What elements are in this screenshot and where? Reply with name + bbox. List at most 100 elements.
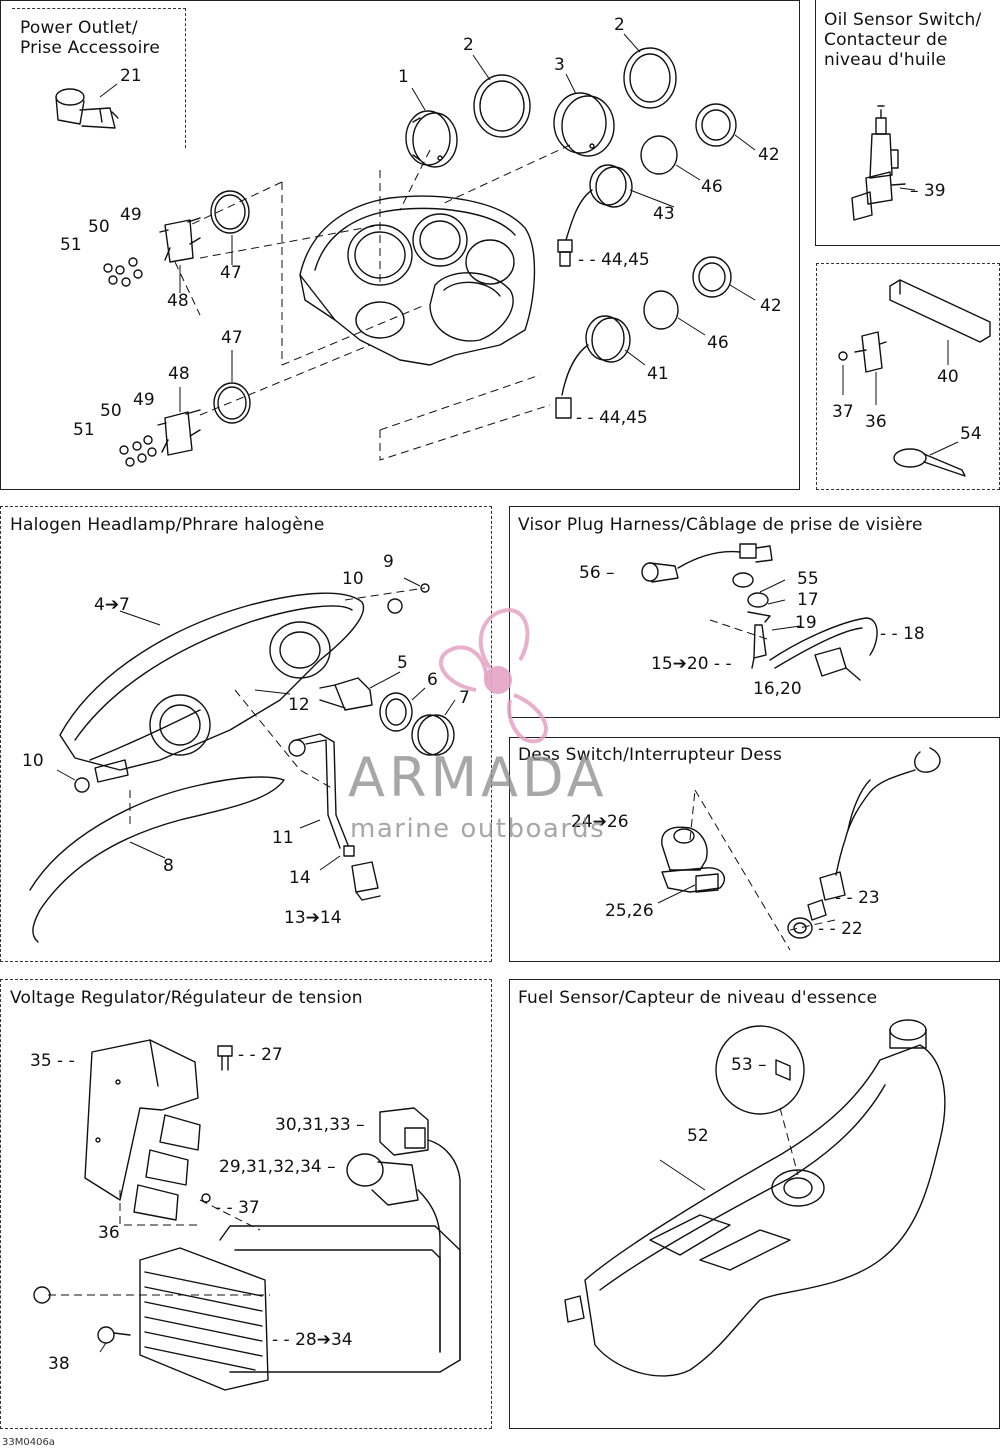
callout-49a: 49: [120, 205, 142, 225]
callout-46a: 46: [701, 177, 723, 197]
callout-35-label: 35: [30, 1051, 52, 1071]
drawing-code: 33M0406a: [2, 1437, 55, 1448]
bracket-48a: [159, 217, 201, 263]
callout-22-label: 22: [841, 919, 863, 939]
callout-28-34-label: 28➔34: [295, 1330, 353, 1350]
bezel-ring-42a: [695, 103, 737, 147]
oil-sensor-part: [851, 105, 906, 221]
callout-16-20: 16,20: [753, 679, 802, 699]
callout-42a: 42: [758, 145, 780, 165]
bezel-ring-42b: [692, 256, 732, 298]
callout-37a: 37: [832, 402, 854, 422]
regulator-clips-36: [133, 1114, 201, 1221]
callout-36b: 36: [98, 1223, 120, 1243]
callout-37b-label: 37: [238, 1198, 260, 1218]
connector-13-14: [343, 845, 381, 901]
callout-48b: 48: [168, 364, 190, 384]
callout-1: 1: [398, 67, 409, 87]
callout-48a: 48: [167, 291, 189, 311]
callout-51b: 51: [73, 420, 95, 440]
callout-2b: 2: [614, 15, 625, 35]
callout-38: 38: [48, 1354, 70, 1374]
o-ring-47a: [210, 190, 250, 234]
gauge-41: [555, 315, 631, 419]
dess-switch-body: [661, 826, 725, 893]
gauge-1: [405, 110, 458, 168]
callout-4-7: 4➔7: [94, 595, 130, 615]
callout-8: 8: [163, 856, 174, 876]
callout-21: 21: [120, 66, 142, 86]
callout-11: 11: [272, 828, 294, 848]
seal-6: [379, 692, 413, 732]
o-ring-47b: [213, 382, 251, 424]
power-outlet-title: Power Outlet/ Prise Accessoire: [20, 18, 160, 58]
dess-lanyard-coil: [787, 747, 941, 939]
callout-17: 17: [797, 590, 819, 610]
nuts-49-50-51-a: [103, 257, 143, 287]
panel-power-outlet: [12, 8, 186, 148]
callout-44-45a-label: 44,45: [601, 250, 650, 270]
callout-23-label: 23: [858, 888, 880, 908]
regulator-body: [139, 1225, 461, 1391]
callout-9: 9: [383, 552, 394, 572]
callout-7: 7: [459, 688, 470, 708]
regulator-bracket-35: [84, 1039, 199, 1201]
bracket-48b: [157, 409, 201, 456]
panel-dess-switch: [509, 737, 1000, 962]
callout-22: - - 22: [818, 919, 863, 939]
callout-27-label: 27: [261, 1045, 283, 1065]
bulb-5: [319, 677, 373, 711]
cable-tie-strap-40: [889, 279, 991, 343]
screw-37: [201, 1193, 211, 1203]
callout-50a: 50: [88, 217, 110, 237]
fuel-title: Fuel Sensor/Capteur de niveau d'essence: [518, 988, 878, 1008]
callout-40: 40: [937, 367, 959, 387]
callout-27: - - 27: [238, 1045, 283, 1065]
callout-56: 56 –: [579, 563, 615, 583]
callout-55: 55: [797, 569, 819, 589]
callout-51a: 51: [60, 235, 82, 255]
callout-52: 52: [687, 1126, 709, 1146]
clip-36: [838, 331, 887, 373]
callout-15-20-label: 15➔20: [651, 654, 709, 674]
panel-fuel-sensor: [509, 979, 1000, 1429]
regulator-connector-29: [346, 1153, 441, 1353]
callout-53: 53 –: [731, 1055, 767, 1075]
watermark-tagline: marine outboards: [350, 814, 606, 844]
tie-wrap-54: [893, 448, 966, 477]
gauge-3: [553, 92, 615, 157]
callout-44-45b: - - 44,45: [576, 408, 648, 428]
harness-11: [288, 733, 349, 849]
seal-46b: [643, 290, 679, 330]
callout-23: - - 23: [835, 888, 880, 908]
callout-10b: 10: [22, 751, 44, 771]
callout-30-31-33-label: 30,31,33: [275, 1115, 351, 1135]
bezel-ring-2b: [623, 47, 677, 109]
panel-voltage-regulator: [0, 979, 492, 1429]
panel-headlamp: [0, 506, 492, 962]
trim-8: [29, 776, 285, 943]
panel-visor-harness: [509, 506, 1000, 718]
visor-harness-cable: [641, 543, 878, 681]
callout-18: - - 18: [880, 624, 925, 644]
callout-29-31-32-34-label: 29,31,32,34: [219, 1157, 322, 1177]
screw-27: [217, 1045, 233, 1071]
bezel-ring-2a: [473, 74, 531, 138]
callout-39-label: 39: [923, 181, 946, 201]
callout-3: 3: [554, 55, 565, 75]
regulator-title: Voltage Regulator/Régulateur de tension: [10, 988, 363, 1008]
callout-47a: 47: [220, 263, 242, 283]
headlamp-title: Halogen Headlamp/Phrare halogène: [10, 515, 325, 535]
callout-56-label: 56: [579, 563, 601, 583]
callout-44-45a: - - 44,45: [578, 250, 650, 270]
callout-50b: 50: [100, 401, 122, 421]
nut-10b: [74, 777, 90, 793]
regulator-connector-30: [379, 1107, 461, 1361]
callout-6: 6: [427, 670, 438, 690]
callout-39: – 39: [910, 181, 946, 201]
callout-44-45b-label: 44,45: [599, 408, 648, 428]
nut-9: [420, 583, 430, 593]
callout-37b: - - 37: [215, 1198, 260, 1218]
